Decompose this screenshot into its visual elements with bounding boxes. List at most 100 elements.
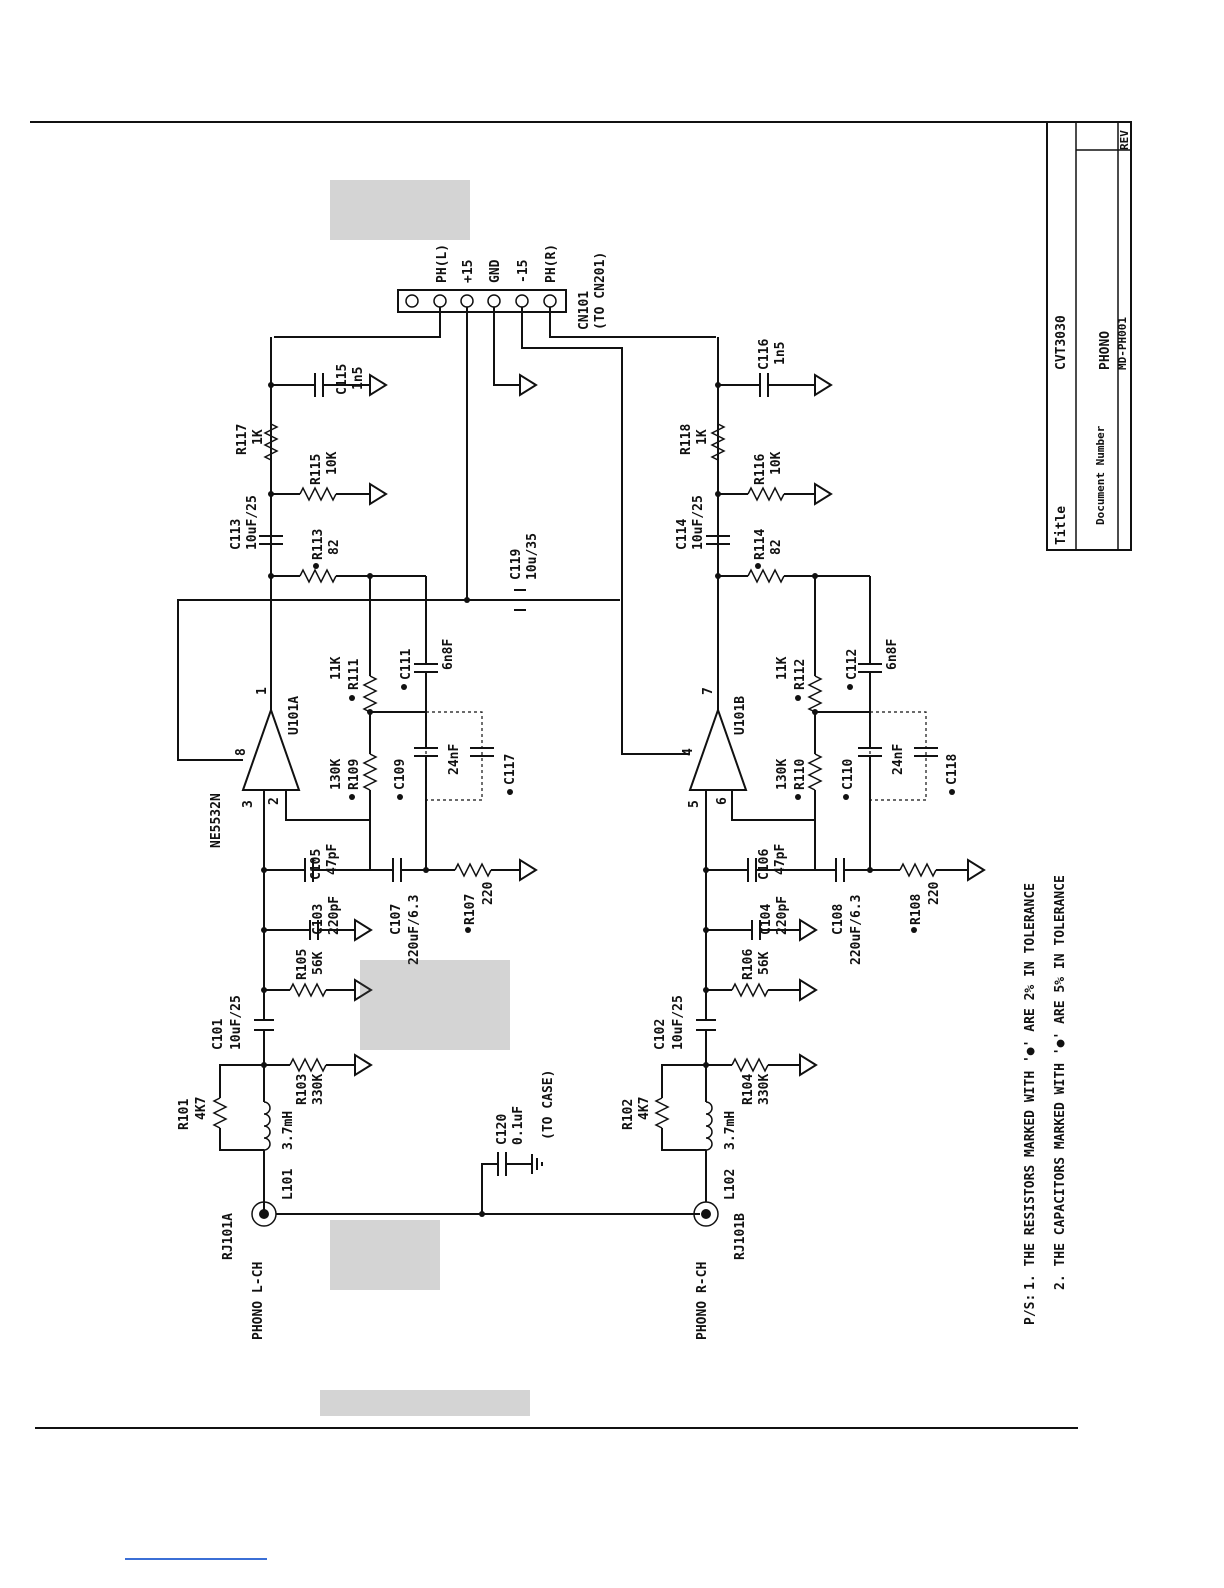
r102-val: 4K7 [637, 1097, 652, 1120]
c110-val: 24nF [891, 744, 906, 775]
tolerance-dots [313, 563, 955, 933]
l102-val: 3.7mH [723, 1111, 738, 1150]
c105-val: 47pF [325, 844, 340, 875]
r115-val: 10K [325, 451, 340, 475]
r114-val: 82 [769, 539, 784, 555]
c119-val: 10u/35 [525, 533, 540, 580]
l101-val: 3.7mH [281, 1111, 296, 1150]
c120-val: 0.1uF [511, 1106, 526, 1145]
pin-minus-15: -15 [516, 260, 531, 283]
pin-ph-l: PH(L) [435, 244, 450, 283]
r114-ref: R114 [753, 529, 768, 560]
document-number-label: Document Number [1094, 425, 1107, 525]
c103-val: 220pF [327, 896, 342, 935]
r107-ref: R107 [463, 894, 478, 925]
r115-ref: R115 [309, 454, 324, 485]
cn101-note: (TO CN201) [593, 252, 608, 330]
c117-ref: C117 [503, 754, 518, 785]
c120-note: (TO CASE) [541, 1070, 556, 1140]
title-value: PHONO [1098, 331, 1113, 370]
r111-val: 11K [329, 656, 344, 680]
connector-cn101: PH(L) +15 GND -15 PH(R) CN101 (TO CN201) [397, 244, 608, 330]
pin-gnd: GND [488, 259, 503, 283]
c103-ref: C103 [311, 904, 326, 935]
c113-ref: C113 [229, 519, 244, 550]
c113-val: 10uF/25 [245, 495, 260, 550]
c118-ref: C118 [945, 754, 960, 785]
c108-val: 220uF/6.3 [849, 895, 864, 965]
c110-ref: C110 [841, 759, 856, 790]
r110-ref: R110 [793, 759, 808, 790]
labels-left: PHONO L-CH RJ101A L101 3.7mH R101 4K7 R1… [177, 364, 518, 1340]
connector-wiring [274, 307, 716, 755]
r101-val: 4K7 [194, 1097, 209, 1120]
note-line-1: 1. THE RESISTORS MARKED WITH '●' ARE 2% … [1023, 883, 1038, 1290]
r110-val: 130K [775, 759, 790, 790]
note-line-2: 2. THE CAPACITORS MARKED WITH '●' ARE 5%… [1053, 875, 1068, 1290]
r113-ref: R113 [311, 529, 326, 560]
r118-val: 1K [695, 429, 710, 445]
c114-val: 10uF/25 [691, 495, 706, 550]
c115-ref: C115 [335, 364, 350, 395]
left-channel [177, 337, 700, 1227]
labels-right: PHONO R-CH RJ101B L102 3.7mH R102 4K7 R1… [621, 339, 960, 1340]
u101a-pin-inn: 2 [267, 797, 282, 805]
c120-capacitor [481, 1152, 543, 1214]
r104-val: 330K [757, 1074, 772, 1105]
jack-l-name: PHONO L-CH [251, 1262, 266, 1340]
c116-ref: C116 [757, 339, 772, 370]
c112-val: 6n8F [885, 639, 900, 670]
c111-ref: C111 [399, 649, 414, 680]
c115-val: 1n5 [351, 367, 366, 390]
r105-val: 56K [311, 951, 326, 975]
c111-val: 6n8F [441, 639, 456, 670]
c101-val: 10uF/25 [229, 995, 244, 1050]
c104-ref: C104 [759, 904, 774, 935]
r101-ref: R101 [177, 1099, 192, 1130]
c105-ref: C105 [309, 849, 324, 880]
u101b-ref: U101B [733, 696, 748, 735]
labels-shared: C119 10u/35 C120 0.1uF (TO CASE) [495, 533, 556, 1145]
r109-ref: R109 [347, 759, 362, 790]
c101-ref: C101 [211, 1019, 226, 1050]
jack-l-ref: RJ101A [221, 1213, 236, 1260]
r111-ref: R111 [347, 659, 362, 690]
l102-ref: L102 [723, 1169, 738, 1200]
r103-ref: R103 [295, 1074, 310, 1105]
c107-ref: C107 [389, 904, 404, 935]
r116-val: 10K [769, 451, 784, 475]
u101b-pin-inn: 6 [715, 797, 730, 805]
c108-ref: C108 [831, 904, 846, 935]
c112-ref: C112 [845, 649, 860, 680]
c106-ref: C106 [757, 849, 772, 880]
cn101-ref: CN101 [577, 291, 592, 330]
pin-plus-15: +15 [461, 260, 476, 283]
r105-ref: R105 [295, 949, 310, 980]
r113-val: 82 [327, 539, 342, 555]
r117-ref: R117 [235, 424, 250, 455]
l101-ref: L101 [281, 1169, 296, 1200]
u101a-pin-vp: 8 [234, 748, 249, 756]
r102-ref: R102 [621, 1099, 636, 1130]
document-number-value: MD-PH001 [1116, 317, 1129, 370]
r103-val: 330K [311, 1074, 326, 1105]
c102-val: 10uF/25 [671, 995, 686, 1050]
c106-val: 47pF [773, 844, 788, 875]
c102-ref: C102 [653, 1019, 668, 1050]
u101a-pin-out: 1 [255, 687, 270, 695]
c119-ref: C119 [509, 549, 524, 580]
u101a-ref: U101A [287, 696, 302, 735]
title-block: Title CVT3030 PHONO Document Number MD-P… [1046, 121, 1132, 551]
c104-val: 220pF [775, 896, 790, 935]
project-name: CVT3030 [1054, 315, 1069, 370]
pin-ph-r: PH(R) [544, 244, 559, 283]
r108-ref: R108 [909, 894, 924, 925]
c107-val: 220uF/6.3 [407, 895, 422, 965]
u101a-part: NE5532N [209, 793, 224, 848]
r106-ref: R106 [741, 949, 756, 980]
r109-val: 130K [329, 759, 344, 790]
scan-noise [320, 180, 530, 1416]
r107-val: 220 [481, 881, 496, 905]
